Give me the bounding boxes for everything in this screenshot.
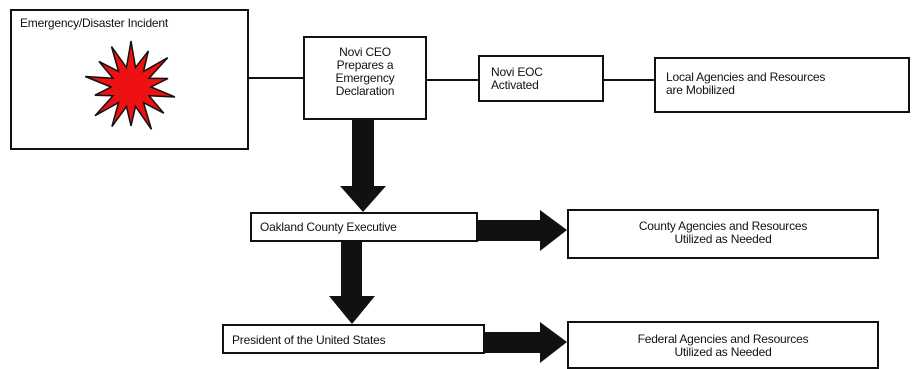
explosion-icon <box>84 40 176 130</box>
ceo-line-1: Novi CEO <box>339 45 391 59</box>
federal-line-1: Federal Agencies and Resources <box>637 332 809 346</box>
eoc-line-1: Novi EOC <box>491 65 543 79</box>
eoc-activated-box: Novi EOC Activated <box>478 55 604 102</box>
president-box: President of the United States <box>222 324 485 354</box>
local-line-2: are Mobilized <box>666 83 735 97</box>
ceo-declaration-box: Novi CEO Prepares a Emergency Declaratio… <box>303 36 427 120</box>
arrow-president-to-federal <box>485 322 567 363</box>
ceo-line-2: Prepares a <box>336 58 394 72</box>
county-executive-box: Oakland County Executive <box>250 212 478 242</box>
county-line-2: Utilized as Needed <box>674 232 772 246</box>
incident-box: Emergency/Disaster Incident <box>10 9 249 150</box>
federal-agencies-box: Federal Agencies and Resources Utilized … <box>567 321 879 369</box>
local-agencies-box: Local Agencies and Resources are Mobiliz… <box>654 57 910 113</box>
president-label: President of the United States <box>232 333 386 347</box>
ceo-line-4: Declaration <box>335 84 395 98</box>
local-line-1: Local Agencies and Resources <box>666 70 826 84</box>
executive-label: Oakland County Executive <box>260 220 397 234</box>
ceo-line-3: Emergency <box>335 71 395 85</box>
county-agencies-box: County Agencies and Resources Utilized a… <box>567 209 879 259</box>
federal-line-2: Utilized as Needed <box>674 345 772 359</box>
arrow-executive-to-president <box>329 242 375 324</box>
county-line-1: County Agencies and Resources <box>638 219 808 233</box>
arrow-ceo-to-executive <box>340 120 386 212</box>
incident-label: Emergency/Disaster Incident <box>20 16 168 30</box>
arrow-executive-to-county <box>478 210 567 251</box>
eoc-line-2: Activated <box>491 78 539 92</box>
